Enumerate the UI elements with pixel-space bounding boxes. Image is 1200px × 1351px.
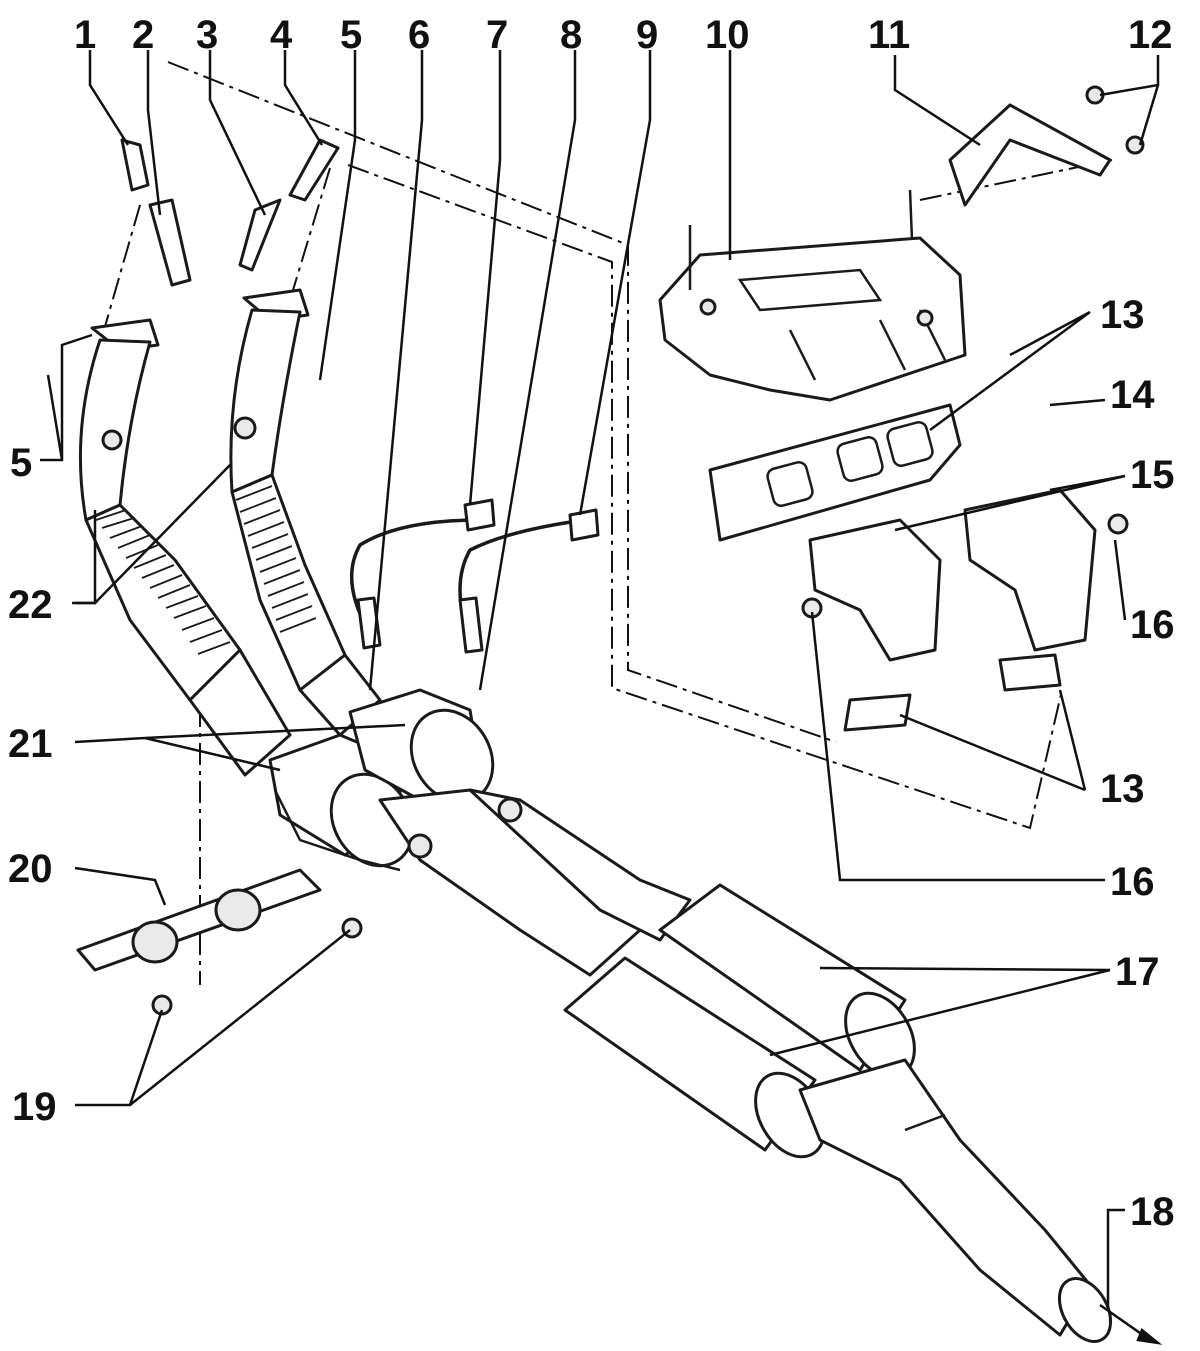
callout-17: 17 bbox=[1115, 950, 1160, 994]
callout-14: 14 bbox=[1110, 373, 1155, 417]
callout-19: 19 bbox=[12, 1085, 57, 1129]
callout-15: 15 bbox=[1130, 453, 1175, 497]
manifold-gasket bbox=[708, 403, 1062, 732]
oxygen-sensors-downstream bbox=[349, 498, 600, 654]
callout-labels: 1 2 3 4 5 6 7 8 9 10 11 12 13 14 15 16 1… bbox=[8, 13, 1175, 1234]
callout-5-left: 5 bbox=[10, 441, 32, 485]
callout-6: 6 bbox=[408, 13, 430, 57]
hanger bbox=[76, 868, 363, 1016]
callout-20: 20 bbox=[8, 847, 53, 891]
callout-9: 9 bbox=[636, 13, 658, 57]
callout-7: 7 bbox=[486, 13, 508, 57]
rear-mufflers bbox=[563, 883, 1113, 1343]
callout-22: 22 bbox=[8, 583, 53, 627]
callout-8: 8 bbox=[560, 13, 582, 57]
callout-2: 2 bbox=[132, 13, 154, 57]
exhaust-manifolds bbox=[801, 488, 1129, 662]
callout-16-bottom: 16 bbox=[1110, 860, 1155, 904]
callout-5-top: 5 bbox=[340, 13, 362, 57]
callout-13-bottom: 13 bbox=[1100, 767, 1145, 811]
callout-3: 3 bbox=[196, 13, 218, 57]
callout-10: 10 bbox=[705, 13, 750, 57]
bracket bbox=[948, 85, 1145, 207]
heat-shield bbox=[658, 189, 967, 402]
callout-13-top: 13 bbox=[1100, 293, 1145, 337]
callout-16-right: 16 bbox=[1130, 603, 1175, 647]
leader-lines bbox=[40, 50, 1163, 1345]
callout-18: 18 bbox=[1130, 1190, 1175, 1234]
front-pipe-right bbox=[229, 288, 382, 737]
callout-1: 1 bbox=[74, 13, 96, 57]
callout-12: 12 bbox=[1128, 13, 1173, 57]
callout-11: 11 bbox=[868, 13, 910, 57]
callout-21: 21 bbox=[8, 722, 53, 766]
front-pipe-left bbox=[78, 318, 292, 777]
callout-4: 4 bbox=[270, 13, 293, 57]
oxygen-sensors-upstream bbox=[120, 138, 340, 287]
catalytic-converters bbox=[268, 688, 692, 977]
